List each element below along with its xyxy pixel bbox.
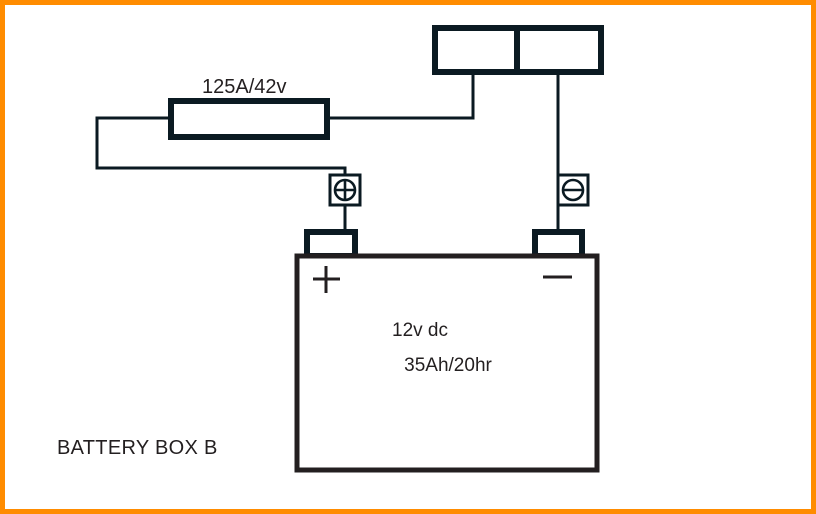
battery-capacity-label: 35Ah/20hr: [404, 355, 492, 376]
circuit-breaker-body: [168, 98, 330, 140]
battery-body: [294, 253, 600, 473]
circuit-breaker-label: 125A/42v: [202, 76, 287, 98]
battery-polarity-plus-mark: [313, 266, 340, 293]
diagram-title: BATTERY BOX B: [57, 437, 218, 459]
negative-terminal-marker-icon: [556, 173, 590, 207]
battery-voltage-label: 12v dc: [392, 320, 448, 341]
wire-fuse-to-block: [325, 72, 475, 120]
terminal-block: [432, 25, 604, 75]
positive-terminal-marker-icon: [328, 173, 362, 207]
